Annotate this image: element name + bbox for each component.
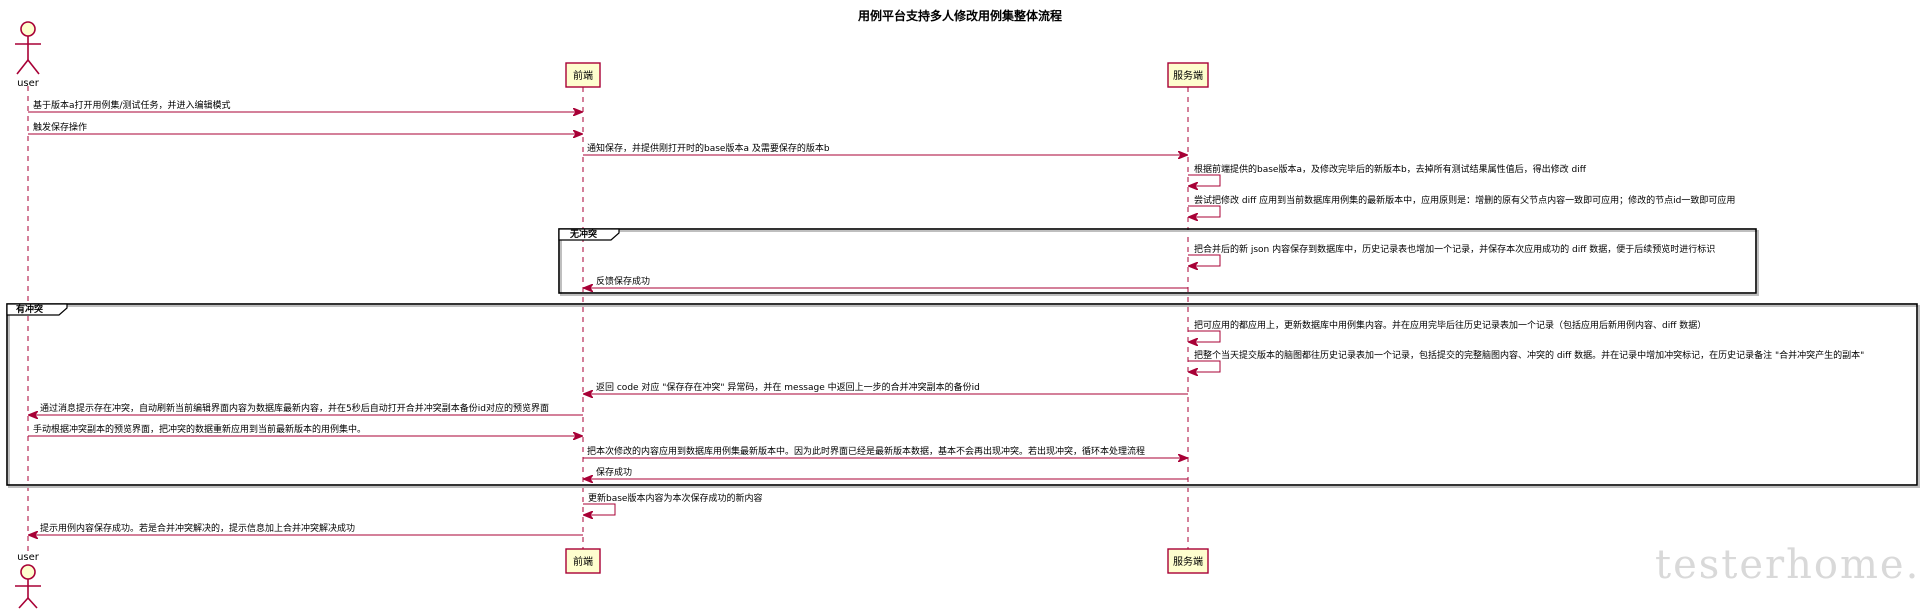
message-10: 返回 code 对应 "保存存在冲突" 异常码，并在 message 中返回上一… bbox=[584, 381, 1188, 394]
participant-label: 服务端 bbox=[1173, 555, 1203, 568]
message-text: 反馈保存成功 bbox=[596, 275, 650, 287]
message-11: 通过消息提示存在冲突，自动刷新当前编辑界面内容为数据库最新内容，并在5秒后自动打… bbox=[29, 402, 583, 415]
frame-label: 无冲突 bbox=[569, 228, 597, 240]
participant-label: 前端 bbox=[573, 69, 593, 82]
message-text: 手动根据冲突副本的预览界面，把冲突的数据重新应用到当前最新版本的用例集中。 bbox=[33, 423, 366, 435]
message-text: 把合并后的新 json 内容保存到数据库中，历史记录表也增加一个记录，并保存本次… bbox=[1194, 243, 1715, 255]
message-text: 把可应用的都应用上，更新数据库中用例集内容。并在应用完毕后往历史记录表加一个记录… bbox=[1194, 319, 1706, 331]
frame-no-conflict: 无冲突 bbox=[558, 228, 1759, 296]
message-3: 通知保存，并提供刚打开时的base版本a 及需要保存的版本b bbox=[583, 142, 1187, 155]
message-text: 返回 code 对应 "保存存在冲突" 异常码，并在 message 中返回上一… bbox=[596, 381, 980, 393]
participant-server-bottom: 服务端 bbox=[1167, 548, 1209, 574]
message-8-self: 把可应用的都应用上，更新数据库中用例集内容。并在应用完毕后往历史记录表加一个记录… bbox=[1188, 319, 1706, 342]
participant-frontend-top: 前端 bbox=[565, 62, 601, 88]
message-5-self: 尝试把修改 diff 应用到当前数据库用例集的最新版本中，应用原则是：增删的原有… bbox=[1188, 194, 1735, 217]
message-1: 基于版本a打开用例集/测试任务，并进入编辑模式 bbox=[28, 99, 582, 112]
message-14: 保存成功 bbox=[584, 466, 1188, 479]
message-6-self: 把合并后的新 json 内容保存到数据库中，历史记录表也增加一个记录，并保存本次… bbox=[1188, 243, 1715, 266]
participant-label: 服务端 bbox=[1173, 69, 1203, 82]
message-text: 通知保存，并提供刚打开时的base版本a 及需要保存的版本b bbox=[587, 142, 830, 154]
message-4-self: 根据前端提供的base版本a，及修改完毕后的新版本b，去掉所有测试结果属性值后，… bbox=[1188, 163, 1587, 186]
message-text: 根据前端提供的base版本a，及修改完毕后的新版本b，去掉所有测试结果属性值后，… bbox=[1194, 163, 1587, 175]
message-text: 尝试把修改 diff 应用到当前数据库用例集的最新版本中，应用原则是：增删的原有… bbox=[1194, 194, 1735, 206]
message-16: 提示用例内容保存成功。若是合并冲突解决的，提示信息加上合并冲突解决成功 bbox=[29, 522, 583, 535]
diagram-title: 用例平台支持多人修改用例集整体流程 bbox=[857, 8, 1062, 23]
actor-user-bottom: user bbox=[15, 552, 41, 609]
participant-server-top: 服务端 bbox=[1167, 62, 1209, 88]
message-9-self: 把整个当天提交版本的脑图都往历史记录表加一个记录，包括提交的完整脑图内容、冲突的… bbox=[1188, 349, 1864, 372]
message-2: 触发保存操作 bbox=[28, 121, 582, 134]
message-12: 手动根据冲突副本的预览界面，把冲突的数据重新应用到当前最新版本的用例集中。 bbox=[28, 423, 582, 436]
frame-conflict: 有冲突 bbox=[6, 303, 1920, 488]
message-text: 提示用例内容保存成功。若是合并冲突解决的，提示信息加上合并冲突解决成功 bbox=[40, 522, 355, 534]
message-text: 保存成功 bbox=[596, 466, 632, 478]
message-text: 基于版本a打开用例集/测试任务，并进入编辑模式 bbox=[33, 99, 231, 111]
message-13: 把本次修改的内容应用到数据库用例集最新版本中。因为此时界面已经是最新版本数据，基… bbox=[583, 445, 1187, 458]
actor-user-top: user bbox=[15, 21, 41, 89]
frame-label: 有冲突 bbox=[16, 303, 43, 315]
message-text: 把整个当天提交版本的脑图都往历史记录表加一个记录，包括提交的完整脑图内容、冲突的… bbox=[1194, 349, 1864, 361]
message-text: 更新base版本内容为本次保存成功的新内容 bbox=[588, 492, 762, 504]
actor-label: user bbox=[17, 552, 40, 563]
watermark-text: testerhome.com bbox=[1655, 542, 1920, 588]
message-15-self: 更新base版本内容为本次保存成功的新内容 bbox=[583, 492, 762, 515]
message-text: 把本次修改的内容应用到数据库用例集最新版本中。因为此时界面已经是最新版本数据，基… bbox=[587, 445, 1145, 457]
message-7: 反馈保存成功 bbox=[584, 275, 1188, 288]
participant-frontend-bottom: 前端 bbox=[565, 548, 601, 574]
message-text: 触发保存操作 bbox=[33, 121, 87, 133]
actor-label: user bbox=[17, 78, 40, 89]
message-text: 通过消息提示存在冲突，自动刷新当前编辑界面内容为数据库最新内容，并在5秒后自动打… bbox=[40, 402, 549, 414]
participant-label: 前端 bbox=[573, 555, 593, 568]
